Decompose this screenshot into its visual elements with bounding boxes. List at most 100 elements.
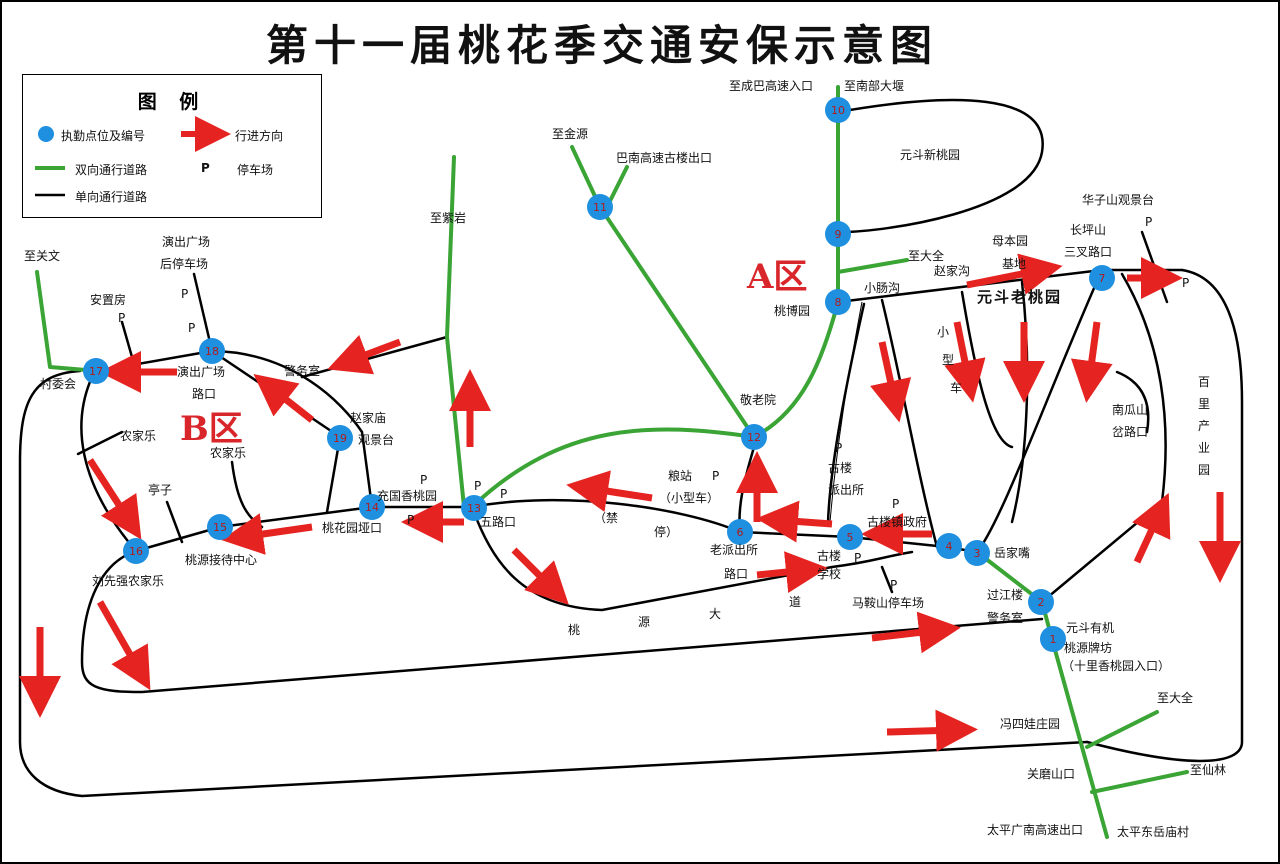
label-taoyuan-paifang: 桃源牌坊 (1064, 640, 1112, 655)
legend-parking-symbol: P (201, 161, 210, 175)
map-title: 第十一届桃花季交通安保示意图 (265, 21, 938, 70)
label-tingzi: 亭子 (148, 482, 172, 497)
duty-post-19: 19 (327, 425, 353, 451)
label-nongjiale-left: 农家乐 (120, 428, 156, 443)
label-gulou-school2: 学校 (817, 566, 841, 581)
label-parking-chongguo: P (420, 473, 427, 487)
legend-two-way-label: 双向通行道路 (75, 163, 148, 177)
label-yuandou-new: 元斗新桃园 (900, 147, 960, 162)
duty-post-circle (359, 494, 385, 520)
label-parking-13b: P (500, 487, 507, 501)
road-nangua (1115, 370, 1150, 434)
label-parking-yanchu: P (181, 287, 188, 301)
legend-direction-label: 行进方向 (235, 129, 284, 143)
label-sancha: 三叉路口 (1064, 244, 1112, 259)
label-guanjingtai: 观景台 (358, 432, 394, 447)
label-yuandou-old: 元斗老桃园 (977, 288, 1062, 306)
label-parking-7: P (1182, 276, 1189, 290)
duty-post-11: 11 (587, 194, 613, 220)
label-parking-police: P (835, 441, 842, 455)
label-cunweihui: 村委会 (40, 377, 76, 391)
arrow-nangua-up (1132, 492, 1171, 564)
duty-post-circle (825, 289, 851, 315)
label-to-nanbu: 至南部大堰 (844, 78, 904, 93)
duty-post-15: 15 (207, 514, 233, 540)
label-liangzhan: 粮站 (668, 468, 692, 483)
direction-arrows (19, 253, 1241, 752)
duty-post-circle (936, 533, 962, 559)
duty-post-16: 16 (123, 538, 149, 564)
road-tingzi (165, 500, 184, 544)
label-jingwushi-right: 警务室 (987, 610, 1023, 625)
label-to-jinyuan: 至金源 (552, 126, 588, 141)
duty-post-13: 13 (461, 495, 487, 521)
label-huazishan: 华子山观景台 (1082, 192, 1154, 207)
label-to-daquan-top: 至大全 (908, 248, 944, 263)
b-area-loop-road (96, 349, 374, 509)
duty-post-number: 16 (129, 545, 143, 558)
duty-post-circle (199, 338, 225, 364)
duty-post-circle (1089, 265, 1115, 291)
road-guard-b (300, 335, 449, 379)
place-labels: 至成巴高速入口 至南部大堰 元斗新桃园 至金源 巴南高速古楼出口 至紫岩 至大全… (24, 78, 1226, 839)
label-anzhifang: 安置房 (90, 292, 126, 307)
duty-post-circle (741, 424, 767, 450)
label-yanchu-ground: 演出广场 (162, 234, 210, 249)
label-road4: 道 (789, 595, 801, 609)
label-houtingchechang: 后停车场 (160, 256, 208, 271)
label-to-chengba: 至成巴高速入口 (729, 78, 813, 93)
label-maanshan: 马鞍山停车场 (852, 595, 924, 610)
duty-post-number: 1 (1050, 633, 1057, 646)
road-11-12 (598, 205, 756, 439)
label-to-xianlin: 至仙林 (1190, 763, 1226, 777)
road-to-ziyan (445, 155, 466, 509)
label-shili: （十里香桃园入口） (1062, 658, 1170, 673)
label-zhaojiamiao: 赵家庙 (350, 410, 386, 425)
label-lukou: 路口 (724, 566, 748, 581)
duty-post-number: 15 (213, 521, 227, 534)
thin-roads (829, 301, 863, 523)
label-wulukou: 五路口 (480, 514, 516, 529)
duty-post-circle (825, 221, 851, 247)
inner-loop-road (80, 549, 1044, 694)
road-to-xianlin (1090, 770, 1189, 794)
label-gulou-police2: 派出所 (828, 483, 864, 497)
label-parking-liangzhan: P (712, 469, 719, 483)
label-gulou-school1: 古楼 (817, 548, 841, 563)
road-8-12 (752, 300, 840, 439)
duty-post-number: 14 (365, 501, 379, 514)
legend-title: 图 例 (137, 91, 207, 113)
label-liuxianqiang: 刘先强农家乐 (92, 573, 164, 588)
duty-post-number: 2 (1038, 596, 1045, 609)
road-7-2 (1040, 272, 1167, 604)
duty-post-10: 10 (825, 97, 851, 123)
arrow-19-diag (253, 374, 315, 423)
legend-post-symbol (38, 126, 54, 142)
label-to-ziyan: 至紫岩 (430, 210, 466, 225)
road-yuandou-old (1010, 280, 1029, 524)
duty-post-circle (1040, 626, 1066, 652)
label-jingwushi-top: 警务室 (284, 363, 320, 378)
label-xing: 型 (942, 353, 954, 367)
label-chongguo: 充国香桃园 (377, 488, 437, 503)
road-3-2-1-south (975, 550, 1109, 839)
road-a-right-loop (1085, 268, 1244, 763)
duty-post-number: 11 (593, 201, 607, 214)
label-guojianglou: 过江楼 (987, 587, 1023, 602)
duty-post-circle (207, 514, 233, 540)
label-ting: 停） (654, 524, 678, 539)
arrow-guard-left (327, 334, 402, 375)
label-gulou-gov: 古楼镇政府 (867, 514, 927, 529)
label-parking-14: P (407, 513, 414, 527)
duty-post-number: 17 (89, 365, 103, 378)
label-taobo: 桃博园 (774, 303, 810, 318)
label-xiaoxingche: （小型车） (659, 490, 719, 505)
label-road3: 大 (709, 607, 721, 621)
duty-post-9: 9 (825, 221, 851, 247)
road-nongjiale-mid (230, 460, 264, 529)
duty-post-5: 5 (837, 524, 863, 550)
duty-post-circle (727, 519, 753, 545)
road-maanshan (880, 565, 894, 594)
arrow-14-left (221, 513, 313, 555)
